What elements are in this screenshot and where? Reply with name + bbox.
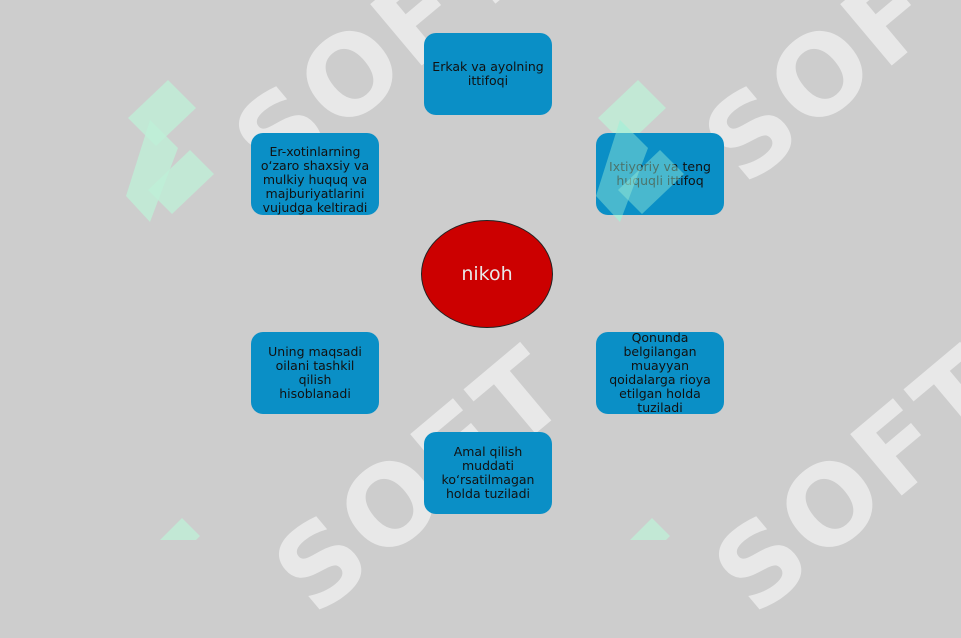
center-label: nikoh xyxy=(461,263,513,285)
watermark-text: SOFT xyxy=(690,322,961,638)
box-top-label: Erkak va ayolning ittifoqi xyxy=(432,59,544,88)
box-bottom: Amal qilish muddati ko‘rsatilmagan holda… xyxy=(424,432,552,514)
box-upper-left-label: Er-xotinlarning o‘zaro shaxsiy va mulkiy… xyxy=(260,144,370,215)
box-lower-right-label: Qonunda belgilangan muayyan qoidalarga r… xyxy=(609,330,711,415)
center-ellipse: nikoh xyxy=(421,220,553,328)
box-top: Erkak va ayolning ittifoqi xyxy=(424,33,552,115)
box-lower-left-label: Uning maqsadi oilani tashkil qilish hiso… xyxy=(268,344,362,401)
box-lower-left: Uning maqsadi oilani tashkil qilish hiso… xyxy=(251,332,379,414)
box-lower-right: Qonunda belgilangan muayyan qoidalarga r… xyxy=(596,330,724,415)
box-upper-right: Ixtiyoriy va teng huquqli ittifoq xyxy=(596,133,724,215)
box-upper-right-label: Ixtiyoriy va teng huquqli ittifoq xyxy=(609,159,711,188)
box-bottom-label: Amal qilish muddati ko‘rsatilmagan holda… xyxy=(441,444,535,501)
box-upper-left: Er-xotinlarning o‘zaro shaxsiy va mulkiy… xyxy=(251,133,379,215)
